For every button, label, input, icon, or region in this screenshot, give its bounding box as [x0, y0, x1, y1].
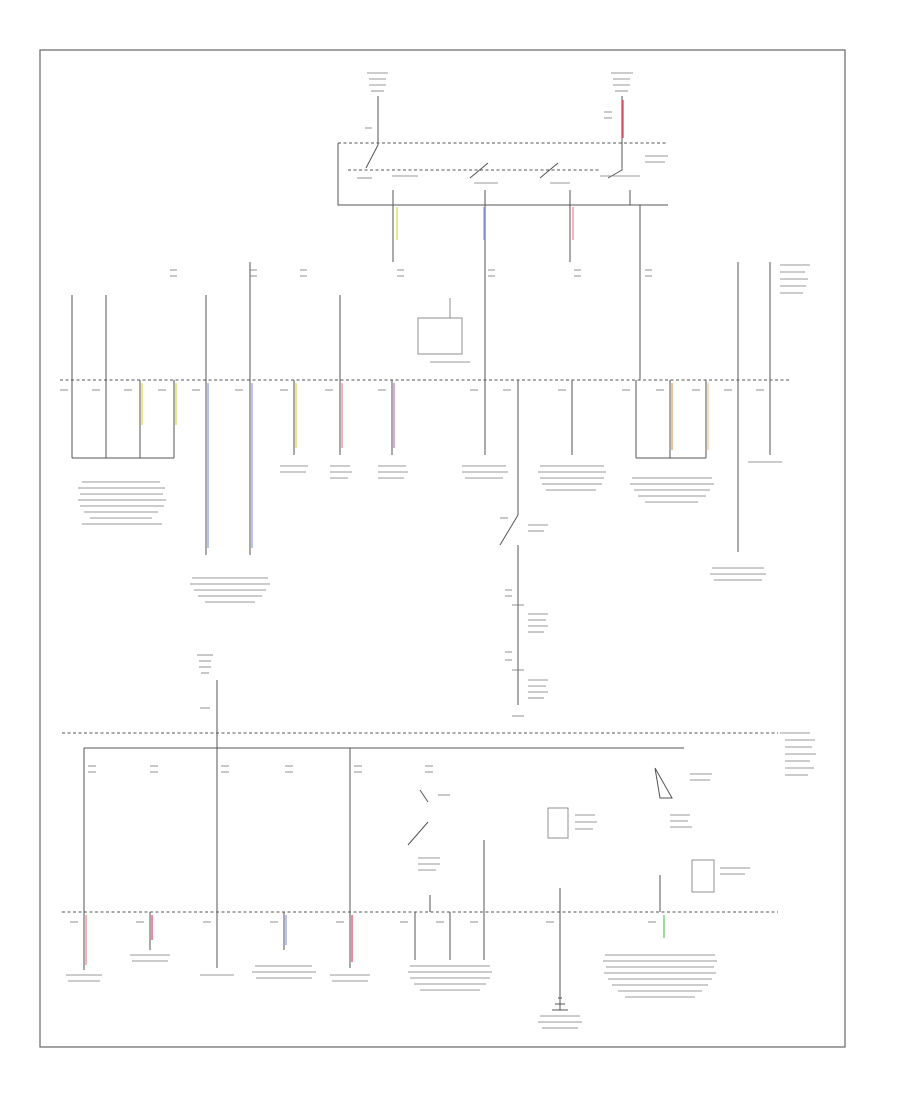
upper-component-labels [78, 461, 782, 603]
lower-fuse-feed [197, 654, 218, 733]
top-fuse-left [365, 72, 388, 129]
lower-relays [407, 767, 750, 1010]
diagram-frame [39, 49, 846, 1048]
lower-component-labels [66, 954, 717, 1029]
ground-symbol [552, 997, 568, 1011]
combination-meter-top [417, 298, 470, 363]
lower-bus-drops [83, 912, 485, 970]
top-fuse-right [604, 72, 633, 158]
upper-bus-drops [71, 380, 771, 555]
lower-right-note [785, 739, 816, 776]
upper-fuse-marks [170, 264, 810, 294]
middle-switch-chain [499, 514, 548, 717]
lower-fuse-marks [88, 765, 433, 773]
ignition-switch [337, 122, 668, 206]
